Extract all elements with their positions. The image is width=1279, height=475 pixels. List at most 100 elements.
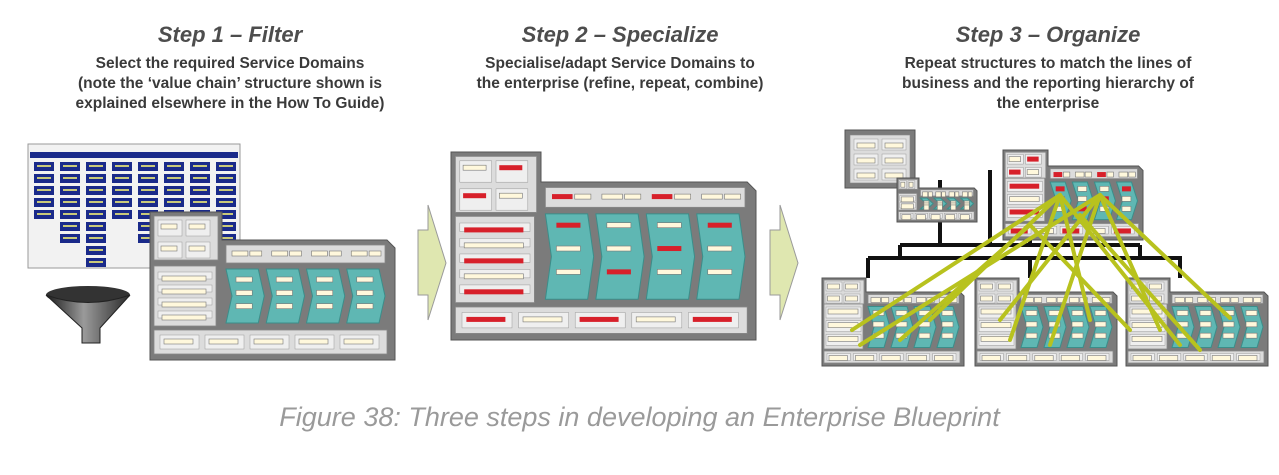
- step-3-description-line-3: the enterprise: [996, 95, 1100, 112]
- label-bar: [1220, 297, 1231, 303]
- label-bar: [941, 321, 954, 328]
- label-bar: [343, 338, 374, 345]
- label-bar: [160, 223, 178, 230]
- label-bar: [1087, 355, 1107, 361]
- landscape-tile-label: [219, 213, 233, 215]
- label-bar: [1199, 332, 1212, 339]
- label-bar: [356, 290, 374, 296]
- landscape-tile-label: [89, 177, 103, 179]
- label-bar: [350, 250, 368, 257]
- value-chain-chevron: [346, 268, 386, 324]
- label-bar: [980, 322, 1012, 328]
- landscape-tile-label: [89, 201, 103, 203]
- small-org-unit-b: [896, 177, 978, 223]
- label-bar: [656, 269, 682, 275]
- label-bar: [1027, 156, 1039, 162]
- label-bar: [657, 246, 682, 252]
- label-bar: [701, 193, 723, 200]
- label-bar: [574, 193, 592, 200]
- landscape-tile-label: [193, 165, 207, 167]
- label-bar: [253, 338, 284, 345]
- step-3-header: Step 3 – Organize Repeat structures to m…: [838, 22, 1258, 114]
- step-2-description-line-2: the enterprise (refine, repeat, combine): [476, 75, 764, 92]
- top-strip: [1049, 168, 1138, 180]
- label-bar: [188, 223, 206, 230]
- landscape-tile-label: [37, 213, 51, 215]
- label-bar: [1131, 336, 1163, 342]
- label-bar: [1106, 171, 1114, 178]
- label-bar: [872, 321, 885, 328]
- label-bar: [1071, 321, 1084, 328]
- landscape-tile-label: [89, 261, 103, 263]
- landscape-tile-label: [115, 201, 129, 203]
- cell: [459, 160, 492, 183]
- label-bar: [1122, 186, 1131, 192]
- top-strip: [545, 187, 746, 208]
- label-bar: [1128, 171, 1136, 178]
- label-bar: [1118, 171, 1128, 178]
- value-chain-chevron: [265, 268, 306, 324]
- label-bar: [1094, 310, 1107, 316]
- label-bar: [1069, 297, 1080, 303]
- landscape-tile-label: [141, 201, 155, 203]
- landscape-tile-label: [141, 165, 155, 167]
- label-bar: [606, 245, 632, 252]
- label-bar: [552, 194, 573, 200]
- label-bar: [1149, 283, 1162, 290]
- step-1-title: Step 1 – Filter: [157, 22, 303, 47]
- landscape-tile-label: [89, 249, 103, 251]
- label-bar: [651, 194, 673, 200]
- landscape-tile-label: [115, 189, 129, 191]
- label-bar: [1009, 169, 1021, 175]
- label-bar: [855, 355, 875, 361]
- label-bar: [1211, 355, 1231, 361]
- landscape-tile-label: [63, 165, 77, 167]
- landscape-tile-label: [167, 165, 181, 167]
- label-bar: [998, 295, 1011, 302]
- landscape-tile-label: [37, 189, 51, 191]
- label-bar: [827, 336, 859, 342]
- label-bar: [980, 283, 993, 290]
- label-bar: [161, 301, 207, 308]
- label-bar: [188, 245, 206, 252]
- label-bar: [900, 196, 914, 203]
- label-bar: [464, 227, 524, 233]
- landscape-tile-label: [219, 165, 233, 167]
- label-bar: [275, 290, 293, 296]
- landscape-tile-label: [37, 201, 51, 203]
- label-bar: [1242, 297, 1253, 303]
- step-3-organization: [821, 129, 1269, 367]
- service-link: [1098, 193, 1232, 320]
- label-bar: [941, 332, 954, 339]
- landscape-tile-label: [219, 201, 233, 203]
- label-bar: [161, 275, 207, 282]
- label-bar: [1034, 297, 1043, 303]
- figure-caption: Figure 38: Three steps in developing an …: [279, 402, 1000, 432]
- label-bar: [900, 181, 906, 188]
- label-bar: [1094, 321, 1107, 328]
- label-bar: [845, 283, 858, 290]
- label-bar: [870, 297, 881, 303]
- label-bar: [462, 164, 487, 171]
- landscape-tile-label: [219, 189, 233, 191]
- label-bar: [656, 222, 682, 228]
- label-bar: [556, 222, 581, 228]
- label-bar: [980, 308, 1012, 315]
- label-bar: [329, 250, 342, 257]
- step-3-title: Step 3 – Organize: [955, 22, 1141, 47]
- label-bar: [724, 193, 741, 200]
- label-bar: [1025, 332, 1038, 339]
- service-link: [898, 223, 1032, 342]
- label-bar: [934, 355, 954, 361]
- step-1-description-line-3: explained elsewhere in the How To Guide): [75, 95, 385, 112]
- label-bar: [463, 193, 487, 199]
- label-bar: [271, 250, 288, 257]
- label-bar: [311, 250, 328, 257]
- label-bar: [463, 242, 524, 249]
- label-bar: [928, 191, 933, 198]
- label-bar: [916, 297, 927, 303]
- label-bar: [845, 295, 858, 302]
- step-arrow-2: [769, 204, 799, 321]
- label-bar: [959, 214, 970, 220]
- label-bar: [1099, 186, 1110, 192]
